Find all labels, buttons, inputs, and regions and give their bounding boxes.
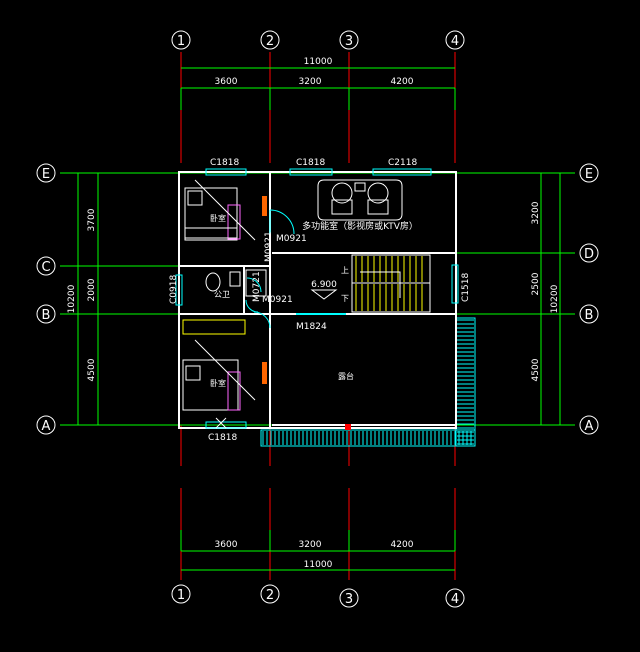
window-label-left: C0918 (169, 275, 179, 304)
grid-label-col-3-bottom: 3 (345, 592, 353, 607)
columns (345, 424, 351, 430)
doors (245, 209, 346, 329)
bedroom-bottom-furniture (182, 319, 267, 429)
bedroom-top-furniture (184, 179, 267, 241)
grid-label-row-b-left: B (42, 308, 51, 323)
dimension-texts: 11000 3600 3200 4200 3600 3200 4200 1100… (67, 57, 560, 570)
bathroom-fixtures (205, 269, 267, 297)
grid-label-col-1-top: 1 (177, 34, 185, 49)
grid-label-row-b-right: B (585, 308, 594, 323)
window-label-right: C1518 (461, 273, 471, 302)
dim-bottom-seg-1: 3600 (215, 540, 238, 550)
dim-bottom-seg-2: 3200 (299, 540, 322, 550)
grid-label-row-d-right: D (584, 247, 594, 262)
ktv-furniture (317, 179, 403, 221)
opening-labels: C1818 C1818 C2118 C1818 C0918 C1518 M092… (169, 158, 471, 443)
grid-label-col-3-top: 3 (345, 34, 353, 49)
room-label-ktv: 多功能室（影视房或KTV房） (302, 220, 418, 232)
stair-down-label: 下 (341, 294, 349, 303)
dim-right-seg-3: 4500 (531, 358, 541, 381)
grid-label-row-a-left: A (42, 419, 51, 434)
room-label-terrace: 露台 (338, 371, 354, 381)
grid-label-col-2-top: 2 (266, 34, 274, 49)
dim-top-seg-3: 4200 (391, 77, 414, 87)
dim-bottom-seg-3: 4200 (391, 540, 414, 550)
row-bubbles-left (36, 163, 56, 435)
dim-left-seg-2: 2000 (87, 278, 97, 301)
grid-label-col-4-bottom: 4 (451, 592, 459, 607)
door-label-m0921-a: M0921 (276, 234, 307, 244)
grid-label-row-e-left: E (42, 167, 50, 182)
door-label-m1824: M1824 (296, 322, 327, 332)
window-label-bottom: C1818 (208, 433, 237, 443)
column-bubbles-top (171, 30, 465, 50)
door-label-m0721: M0721 (252, 271, 262, 302)
elevation-triangle (310, 289, 338, 300)
dim-left-seg-3: 4500 (87, 358, 97, 381)
room-label-bedroom-bottom: 卧室 (210, 378, 226, 388)
grid-label-row-e-right: E (585, 167, 593, 182)
window-label-top-mid: C1818 (296, 158, 325, 168)
room-label-bedroom-top: 卧室 (210, 213, 226, 223)
grid-label-row-a-right: A (585, 419, 594, 434)
column-bubbles-bottom (171, 584, 465, 608)
window-label-top-right: C2118 (388, 158, 417, 168)
column-axis-lines (180, 52, 456, 580)
dimension-lines (77, 67, 561, 571)
door-label-m0921-c: M0921 (262, 295, 293, 305)
room-label-bathroom: 公卫 (214, 290, 230, 299)
dim-right-seg-1: 3200 (531, 201, 541, 224)
dim-bottom-total: 11000 (304, 560, 333, 570)
stair (351, 254, 431, 313)
bubble-labels: 1 2 3 4 1 2 3 4 E C B A E D B A (41, 34, 594, 607)
grid-label-col-4-top: 4 (451, 34, 459, 49)
dim-left-total: 10200 (67, 284, 77, 313)
stair-up-label: 上 (341, 266, 349, 275)
dim-right-seg-2: 2500 (531, 272, 541, 295)
dim-top-seg-2: 3200 (299, 77, 322, 87)
row-bubbles-right (579, 163, 599, 435)
grid-label-col-2-bottom: 2 (266, 588, 274, 603)
dim-left-seg-1: 3700 (87, 208, 97, 231)
window-label-top-left: C1818 (210, 158, 239, 168)
terrace-parapet (260, 317, 476, 447)
door-label-m0921-b: M0921 (264, 231, 274, 262)
dim-top-total: 11000 (304, 57, 333, 67)
grid-label-row-c-left: C (41, 260, 50, 275)
dim-top-seg-1: 3600 (215, 77, 238, 87)
room-labels: 卧室 卧室 公卫 多功能室（影视房或KTV房） 露台 6.900 上 下 (210, 213, 418, 388)
dim-right-total: 10200 (550, 284, 560, 313)
grid-label-col-1-bottom: 1 (177, 588, 185, 603)
elevation-mark: 6.900 (311, 280, 337, 290)
